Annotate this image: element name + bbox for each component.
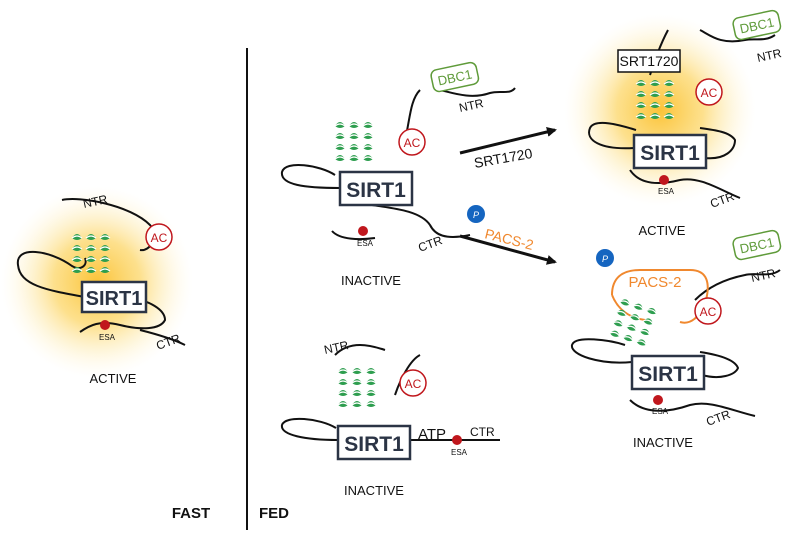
pacs2-label: PACS-2: [628, 274, 681, 291]
srt1720-box: [617, 49, 681, 73]
ac-label: AC: [701, 86, 718, 100]
sirt1-label: SIRT1: [344, 433, 404, 456]
sirt1-box: [80, 280, 148, 314]
ac-circle: [145, 223, 173, 251]
esa-dot: [659, 175, 669, 185]
ctr-label: CTR: [704, 407, 732, 429]
esa-label: ESA: [99, 333, 116, 342]
sirt1-box: [630, 354, 706, 391]
ac-circle: [695, 78, 723, 106]
dbc1-label: DBC1: [436, 67, 473, 89]
ntr-label: NTR: [458, 96, 485, 115]
esa-dot: [358, 226, 368, 236]
sirt1-label: SIRT1: [638, 363, 698, 386]
fed-label: FED: [259, 505, 289, 522]
atp-label: ATP: [418, 426, 446, 443]
dbc1-box: [732, 229, 782, 261]
ac-circle: [399, 369, 427, 397]
dbc1-label: DBC1: [738, 15, 775, 37]
sirt1-box: [336, 424, 412, 461]
state-label: INACTIVE: [344, 483, 404, 498]
ac-label: AC: [404, 136, 421, 150]
esa-dot: [653, 395, 663, 405]
ac-label: AC: [405, 377, 422, 391]
phospho-circle: [596, 249, 614, 267]
ntr-label: NTR: [323, 338, 350, 357]
fed-bottom-right-inactive: PACS-2 P SIRT1 AC DBC1 NTR ESA CTR INACT…: [571, 229, 782, 450]
phospho-circle: [467, 205, 485, 223]
ntr-label: NTR: [82, 192, 109, 211]
fast-label: FAST: [172, 505, 210, 522]
ntr-label: NTR: [750, 266, 777, 285]
pacs2-arrow: [459, 234, 557, 265]
dbc1-box: [430, 61, 480, 93]
esa-label: ESA: [658, 187, 675, 196]
state-label: INACTIVE: [633, 435, 693, 450]
esa-label: ESA: [451, 448, 468, 457]
ac-label: AC: [151, 231, 168, 245]
ac-circle: [694, 297, 722, 325]
fed-bottom-left-inactive: SIRT1 AC NTR ATP ESA CTR INACTIVE: [280, 338, 500, 498]
dbc1-box: [732, 9, 782, 41]
phospho-label: P: [602, 254, 608, 264]
state-label: ACTIVE: [90, 371, 137, 386]
protein-chain: [571, 269, 781, 417]
esa-dot: [100, 320, 110, 330]
protein-chain: [16, 198, 186, 346]
protein-chain: [280, 87, 516, 241]
sirt1-box: [632, 133, 708, 170]
sirt1-label: SIRT1: [640, 142, 700, 165]
phospho-label: P: [473, 210, 479, 220]
srt1720-label: SRT1720: [620, 53, 679, 69]
sirt1-label: SIRT1: [346, 179, 406, 202]
esa-label: ESA: [652, 407, 669, 416]
ntr-label: NTR: [756, 46, 783, 65]
ctr-label: CTR: [470, 425, 495, 439]
ac-circle: [398, 128, 426, 156]
sirt1-box: [338, 170, 414, 207]
srt1720-arrow: [459, 127, 557, 155]
fed-top-right-active: SRT1720 SIRT1 AC DBC1 NTR ESA CTR ACTIVE: [564, 9, 783, 238]
esa-label: ESA: [357, 239, 374, 248]
state-label: INACTIVE: [341, 273, 401, 288]
ctr-label: CTR: [708, 189, 736, 211]
ctr-label: CTR: [416, 233, 444, 255]
left-sirt1-active: SIRT1 AC ESA NTR CTR ACTIVE: [1, 186, 193, 386]
state-label: ACTIVE: [639, 223, 686, 238]
fed-top-left-inactive: SIRT1 AC DBC1 NTR ESA CTR INACTIVE: [280, 61, 516, 288]
protein-chain: [280, 344, 500, 441]
sirt1-label: SIRT1: [86, 288, 143, 310]
ac-label: AC: [700, 305, 717, 319]
dbc1-label: DBC1: [738, 235, 775, 257]
esa-dot: [452, 435, 462, 445]
